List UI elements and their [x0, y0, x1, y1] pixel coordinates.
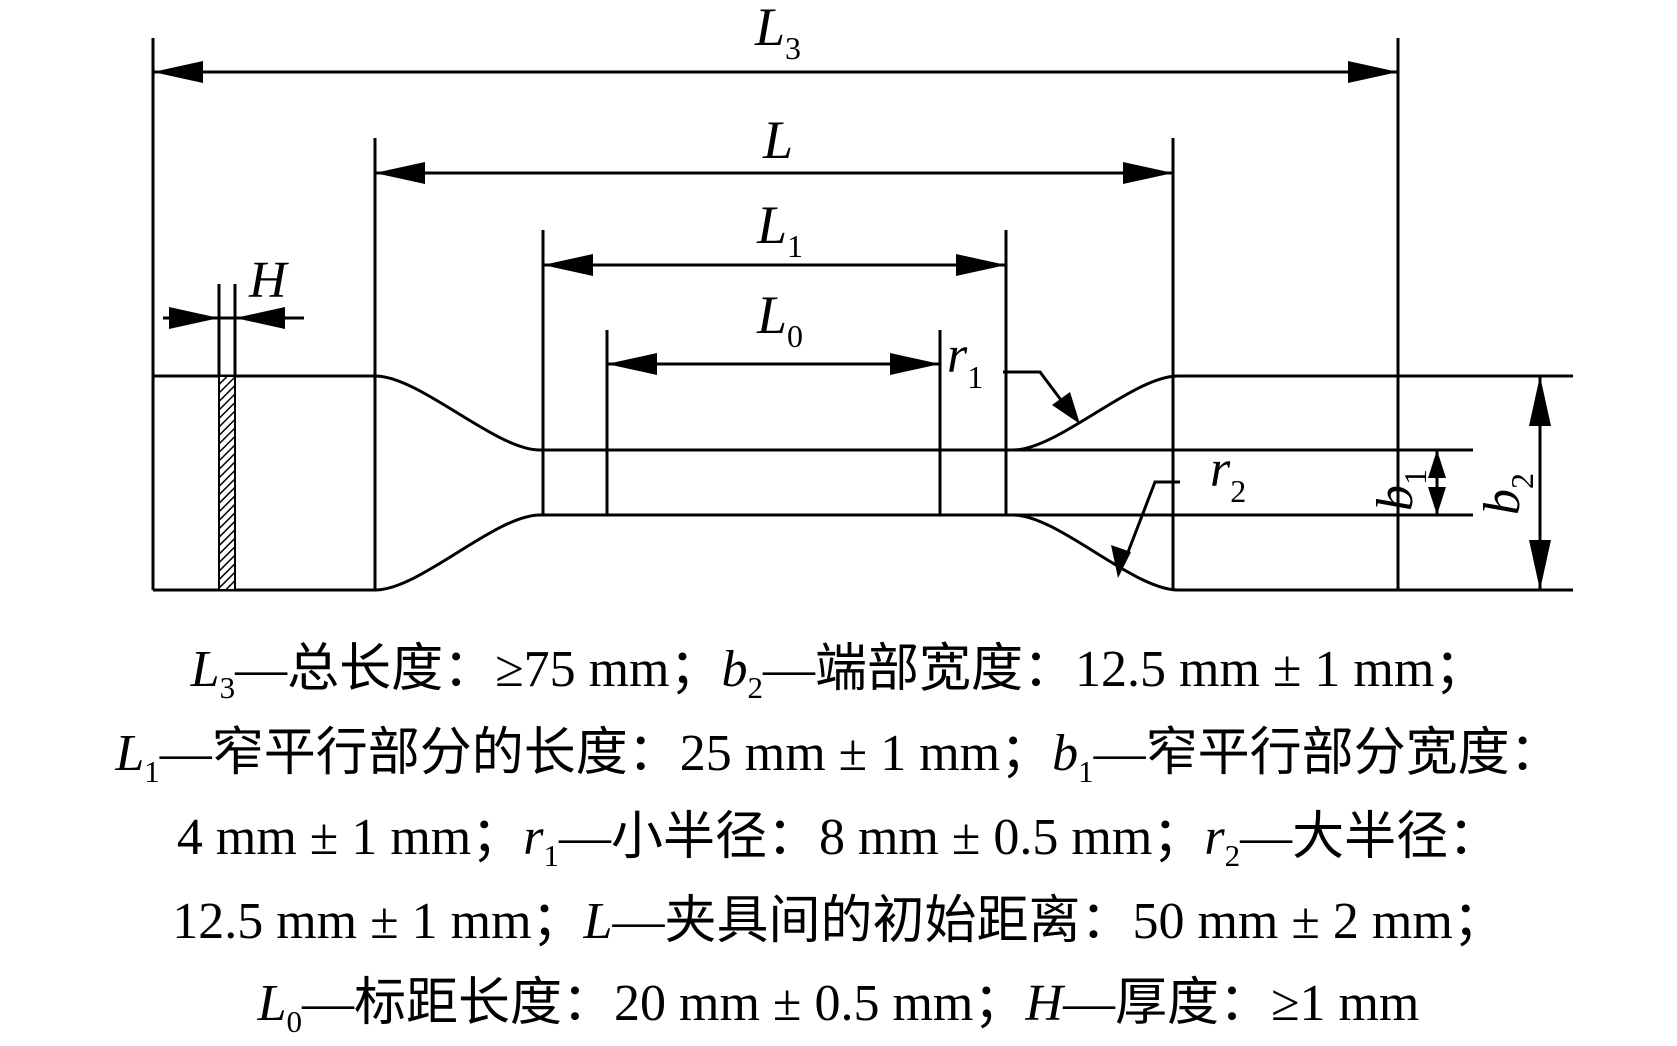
legend-symbol: b — [1052, 725, 1079, 782]
label-L3: L3 — [754, 0, 801, 66]
legend-text: —大半径： — [1240, 809, 1501, 866]
thickness-section-hatch — [218, 375, 236, 591]
arrow-b2-bottom — [1529, 540, 1551, 590]
legend-symbol: b — [721, 641, 748, 698]
legend-subscript: 2 — [747, 670, 764, 705]
legend-symbol: L — [190, 641, 220, 698]
legend-subscript: 3 — [219, 670, 236, 705]
legend-text: —总长度：≥75 mm； — [235, 641, 722, 698]
legend-line-3: 4 mm ± 1 mm；r1—小半径：8 mm ± 0.5 mm；r2—大半径： — [0, 796, 1677, 880]
arrow-b2-top — [1529, 376, 1551, 426]
legend-text: —夹具间的初始距离：50 mm ± 2 mm； — [612, 893, 1505, 950]
legend-text: —小半径：8 mm ± 0.5 mm； — [558, 809, 1205, 866]
leader-r2 — [1123, 480, 1180, 561]
legend-symbol: H — [1025, 975, 1063, 1032]
legend-text: 4 mm ± 1 mm； — [176, 809, 524, 866]
legend-text: —标距长度：20 mm ± 0.5 mm； — [302, 975, 1026, 1032]
arrow-L-right — [1123, 162, 1173, 184]
legend-text: 12.5 mm ± 1 mm； — [172, 893, 584, 950]
legend-symbol: L — [257, 975, 287, 1032]
arrow-b1-bottom — [1428, 487, 1446, 515]
arrow-r2 — [1111, 545, 1131, 578]
label-L1: L1 — [756, 195, 803, 264]
arrow-b1-top — [1428, 450, 1446, 478]
radius-arrowheads — [1052, 392, 1131, 578]
radius-leaders — [1003, 370, 1180, 561]
legend-symbol: L — [115, 725, 145, 782]
legend-symbol: r — [1204, 809, 1225, 866]
legend-symbol: r — [523, 809, 544, 866]
legend-subscript: 1 — [543, 838, 559, 873]
leader-r1 — [1003, 370, 1072, 413]
legend-line-4: 12.5 mm ± 1 mm；L—夹具间的初始距离：50 mm ± 2 mm； — [0, 880, 1677, 964]
legend-text: —端部宽度：12.5 mm ± 1 mm； — [763, 641, 1487, 698]
legend-subscript: 1 — [1078, 754, 1094, 789]
label-r1: r1 — [947, 327, 983, 395]
arrow-L-left — [375, 162, 425, 184]
arrow-L0-right — [890, 353, 940, 375]
label-L: L — [762, 110, 793, 170]
legend-subscript: 2 — [1224, 838, 1241, 873]
legend-line-5: L0—标距长度：20 mm ± 0.5 mm；H—厚度：≥1 mm — [0, 962, 1677, 1046]
arrowheads — [153, 61, 1551, 590]
legend-symbol: L — [583, 893, 613, 950]
arrow-H-left — [169, 307, 219, 329]
legend-line-1: L3—总长度：≥75 mm；b2—端部宽度：12.5 mm ± 1 mm； — [0, 628, 1677, 712]
legend-text: —厚度：≥1 mm — [1062, 975, 1420, 1032]
arrow-L1-right — [956, 254, 1006, 276]
arrow-L3-right — [1348, 61, 1398, 83]
legend-text: —窄平行部分的长度：25 mm ± 1 mm； — [159, 725, 1053, 782]
arrow-H-right — [235, 307, 285, 329]
legend-line-2: L1—窄平行部分的长度：25 mm ± 1 mm；b1—窄平行部分宽度： — [0, 712, 1677, 796]
arrow-r1 — [1052, 392, 1080, 424]
label-L0: L0 — [756, 285, 803, 354]
arrow-L0-left — [607, 353, 657, 375]
arrow-L3-left — [153, 61, 203, 83]
arrow-L1-left — [543, 254, 593, 276]
specimen-outline — [153, 374, 1573, 592]
label-r2: r2 — [1210, 441, 1246, 509]
label-b1: b1 — [1367, 469, 1433, 511]
legend-text: —窄平行部分宽度： — [1093, 725, 1562, 782]
label-H: H — [248, 252, 289, 309]
legend-subscript: 1 — [144, 754, 160, 789]
legend-subscript: 0 — [286, 1004, 303, 1039]
label-b2: b2 — [1474, 473, 1540, 515]
dimension-lines — [153, 70, 1542, 590]
